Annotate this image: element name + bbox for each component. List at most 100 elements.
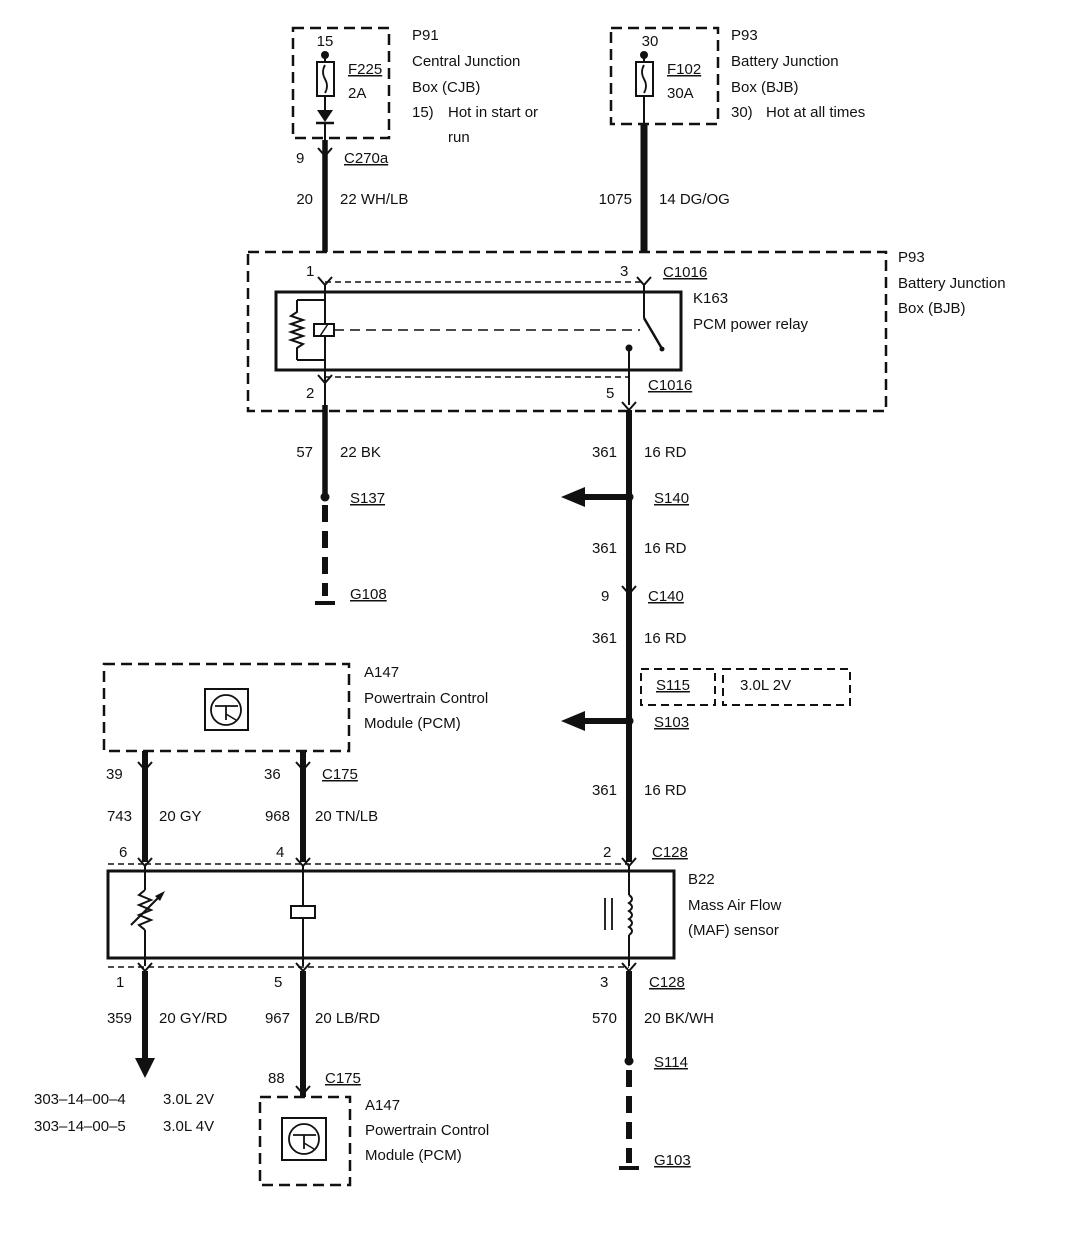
upper-wires: 9 C270a 20 22 WH/LB 1075 14 DG/OG [296, 124, 730, 252]
maf-pin-6: 6 [119, 844, 127, 861]
connector-c1016-top-pin1-icon [317, 276, 333, 287]
wire-361-circuit: 361 [592, 444, 617, 461]
p93-name-line1: Battery Junction [731, 53, 839, 70]
p91-note-line2: run [448, 129, 470, 146]
wire-361-color: 16 RD [644, 540, 687, 557]
reference-engine-2: 3.0L 4V [163, 1118, 214, 1135]
pcm-top-ref: A147 [364, 664, 399, 681]
p91-pin-label: 15 [317, 33, 334, 50]
wire-570-circuit: 570 [592, 1010, 617, 1027]
p93-boundary [609, 26, 720, 126]
s115-option-box [640, 668, 716, 706]
s115-label: S115 [656, 677, 690, 694]
wire-57-color: 22 BK [340, 444, 381, 461]
pcm-top-name-line1: Powertrain Control [364, 690, 488, 707]
pcm-bottom-ref: A147 [365, 1097, 400, 1114]
wire-361-color: 16 RD [644, 630, 687, 647]
relay-switch-icon [642, 317, 663, 348]
wire-20-circuit: 20 [296, 191, 313, 208]
wire-359-circuit: 359 [107, 1010, 132, 1027]
c270a-pin: 9 [296, 150, 304, 167]
connector-c140-icon [621, 585, 637, 596]
wire-1075-color: 14 DG/OG [659, 191, 730, 208]
connector-c1016-top-pin3-icon [636, 276, 652, 287]
maf-pin-3: 3 [600, 974, 608, 991]
pcm-pin-88: 88 [268, 1070, 285, 1087]
fuse-f102-label: F102 [667, 61, 701, 78]
maf-pin-2: 2 [603, 844, 611, 861]
maf-pin-1: 1 [116, 974, 124, 991]
wire-361-circuit: 361 [592, 630, 617, 647]
heater-element-icon [290, 905, 316, 919]
splice-s114-icon [624, 1056, 634, 1066]
pcm-pin-39: 39 [106, 766, 123, 783]
s114-label: S114 [654, 1054, 688, 1071]
p93-bjb-boundary [246, 250, 888, 413]
inductor-coil-icon [627, 894, 633, 936]
p91-name-line2: Box (CJB) [412, 79, 480, 96]
wire-361-circuit: 361 [592, 540, 617, 557]
arrow-down-icon [135, 1058, 155, 1078]
relay-coil-icon [287, 300, 307, 360]
maf-name-line1: Mass Air Flow [688, 897, 782, 914]
wire-967-circuit: 967 [265, 1010, 290, 1027]
p93-box-ref: P93 [898, 249, 925, 266]
c270a-label: C270a [344, 150, 389, 167]
s103-label: S103 [654, 714, 689, 731]
relay-pin-5: 5 [606, 385, 614, 402]
c175-bottom-label: C175 [325, 1070, 361, 1087]
p93-pin-label: 30 [642, 33, 659, 50]
arrow-left-icon [561, 487, 585, 507]
p93-bjb-relay-area: P93 Battery Junction Box (BJB) 1 3 C1016… [246, 249, 1006, 413]
fuse-f225-rating: 2A [348, 85, 366, 102]
c1016-bottom-label: C1016 [648, 377, 692, 394]
p91-ref: P91 [412, 27, 439, 44]
s137-label: S137 [350, 490, 385, 507]
maf-pin-4: 4 [276, 844, 284, 861]
wire-1075-circuit: 1075 [599, 191, 632, 208]
maf-name-line2: (MAF) sensor [688, 922, 779, 939]
engine-option-box [722, 668, 851, 706]
fuse-f225-label: F225 [348, 61, 382, 78]
maf-sensor-b22: 6 4 2 C128 B22 Mass Air Flow (MAF) senso… [106, 844, 782, 991]
wire-359-color: 20 GY/RD [159, 1010, 228, 1027]
p91-note-line1: Hot in start or [448, 104, 538, 121]
p93-name-line2: Box (BJB) [731, 79, 799, 96]
c140-pin: 9 [601, 588, 609, 605]
arrow-left-icon [561, 711, 585, 731]
p93-note: Hot at all times [766, 104, 865, 121]
reference-engine-1: 3.0L 2V [163, 1091, 214, 1108]
wire-968-circuit: 968 [265, 808, 290, 825]
maf-sensor-box [106, 869, 676, 960]
p93-box-name-line2: Box (BJB) [898, 300, 966, 317]
p91-boundary [291, 26, 391, 140]
maf-pin-5: 5 [274, 974, 282, 991]
wire-743-color: 20 GY [159, 808, 202, 825]
pcm-a147-top: A147 Powertrain Control Module (PCM) [102, 662, 488, 753]
maf-ref: B22 [688, 871, 715, 888]
power-circuit-361: 361 16 RD S140 361 16 RD 9 C140 361 16 R… [561, 410, 851, 862]
p93-box-name-line1: Battery Junction [898, 275, 1006, 292]
c1016-top-label: C1016 [663, 264, 707, 281]
p91-note-number: 15) [412, 104, 434, 121]
k163-name: PCM power relay [693, 316, 809, 333]
pcm-top-name-line2: Module (PCM) [364, 715, 461, 732]
connector-c175-pin88-icon [295, 1085, 311, 1096]
ground-circuit-57: 57 22 BK S137 G108 [296, 405, 387, 605]
p93-ref: P93 [731, 27, 758, 44]
pcm-module-icon [204, 688, 249, 731]
relay-k163-box [274, 290, 683, 372]
pcm-module-icon [281, 1117, 327, 1161]
relay-pin-3: 3 [620, 263, 628, 280]
c128-bottom-label: C128 [649, 974, 685, 991]
p91-name-line1: Central Junction [412, 53, 520, 70]
relay-pin-2: 2 [306, 385, 314, 402]
reference-page-1: 303–14–00–4 [34, 1091, 126, 1108]
wire-361-color: 16 RD [644, 782, 687, 799]
p93-battery-junction-box-fuse: 30 F102 30A P93 Battery Junction Box (BJ… [609, 26, 865, 126]
pcm-bottom-name-line2: Module (PCM) [365, 1147, 462, 1164]
c128-top-label: C128 [652, 844, 688, 861]
option-engine-label: 3.0L 2V [740, 677, 791, 694]
p93-note-number: 30) [731, 104, 753, 121]
